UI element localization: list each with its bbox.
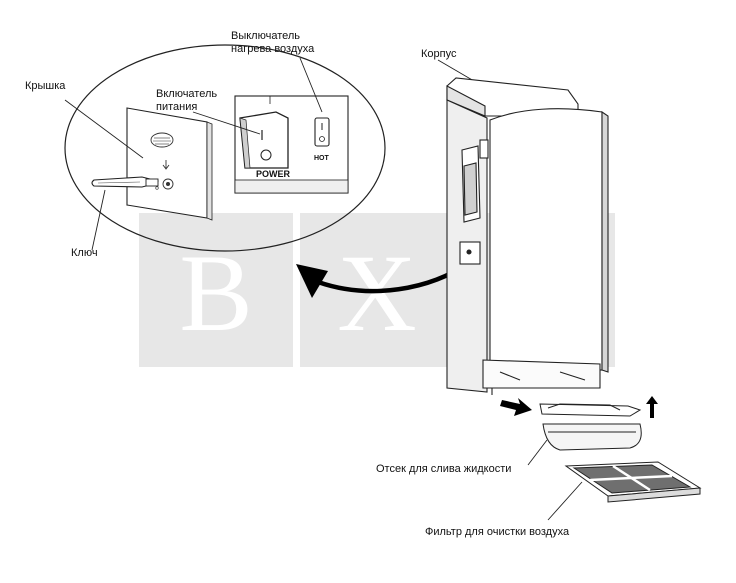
filter-label: Фильтр для очистки воздуха [425,526,570,538]
dryer-body [446,77,609,395]
drain-compartment [539,403,642,451]
arrow-up-icon [646,396,658,418]
lock-icon [162,178,174,190]
power-mark: POWER [256,169,291,179]
drain-label: Отсек для слива жидкости [376,463,512,475]
housing-label: Корпус [421,48,457,60]
power-switch-label: Включатель питания [156,88,218,113]
power-rocker-switch [239,111,289,169]
switch-panel: POWER HOT [234,95,349,194]
hot-mark: HOT [314,155,330,162]
cover-panel [126,107,213,221]
key-label: Ключ [71,247,98,259]
grille-icon [150,132,174,148]
heat-switch-label: Выключатель нагрева воздуха [231,30,315,55]
key-icon [91,176,159,188]
detail-ellipse [64,44,386,252]
hot-rocker-switch [314,117,330,147]
leader-lines [64,57,583,521]
arrow-down-icon [162,160,170,170]
arrow-right-icon [500,398,532,416]
watermark-letter-1: B [179,232,252,354]
cover-label: Крышка [25,80,66,92]
watermark-tile-1 [139,213,293,367]
air-filter [564,461,702,503]
